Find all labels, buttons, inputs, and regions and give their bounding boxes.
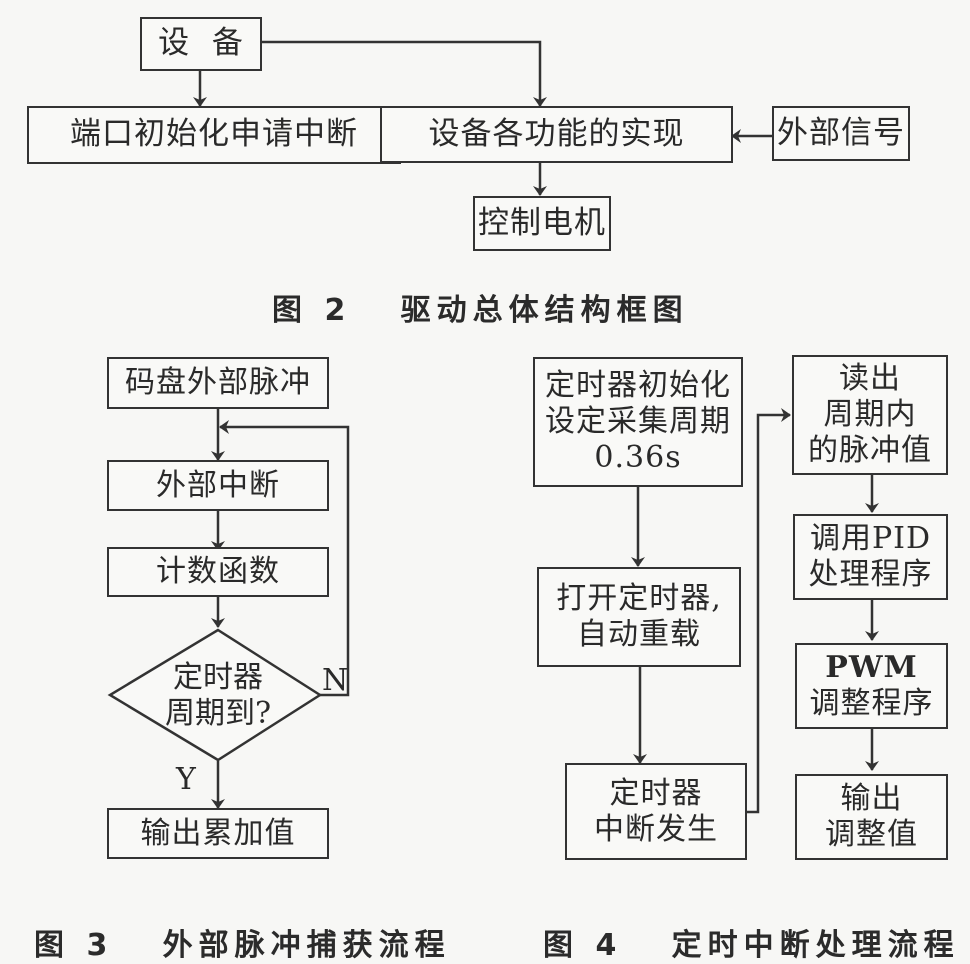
arrow-interrupt-to-read: [745, 408, 791, 814]
call-pid-line2: 处理程序: [808, 557, 933, 592]
pwm-line2: 调整程序: [809, 686, 934, 721]
node-read-pulse: 读出 周期内 的脉冲值: [792, 355, 948, 475]
node-encoder-pulse: 码盘外部脉冲: [107, 357, 329, 409]
node-port-init-label: 端口初始化申请中断: [70, 116, 358, 153]
node-count-function-label: 计数函数: [156, 554, 280, 589]
node-count-function: 计数函数: [107, 547, 329, 597]
timer-interrupt-line2: 中断发生: [594, 811, 718, 847]
node-external-interrupt: 外部中断: [107, 460, 329, 511]
node-port-init: 端口初始化申请中断: [27, 106, 401, 164]
decision-line1: 定时器: [173, 660, 263, 695]
arrow-loop-back: [219, 420, 350, 697]
read-pulse-line2: 周期内: [823, 397, 917, 432]
node-call-pid: 调用PID 处理程序: [793, 514, 948, 600]
open-timer-line2: 自动重载: [577, 617, 701, 652]
figure2-caption: 图 2 驱动总体结构框图: [272, 293, 689, 328]
timer-init-line2: 设定采集周期: [545, 404, 731, 439]
node-pwm: PWM 调整程序: [795, 643, 948, 729]
node-external-signal: 外部信号: [772, 106, 910, 161]
read-pulse-line1: 读出: [839, 361, 901, 396]
output-adjust-line2: 调整值: [825, 817, 918, 852]
figure4-caption: 图 4 定时中断处理流程: [543, 928, 960, 963]
decision-line2: 周期到?: [164, 696, 272, 731]
node-device-functions: 设备各功能的实现: [380, 106, 733, 163]
node-output-accumulated-label: 输出累加值: [140, 815, 296, 851]
node-encoder-pulse-label: 码盘外部脉冲: [125, 365, 311, 400]
node-control-motor-label: 控制电机: [478, 204, 606, 241]
figure3-caption: 图 3 外部脉冲捕获流程: [34, 928, 451, 963]
node-external-interrupt-label: 外部中断: [156, 467, 280, 503]
decision-text: 定时器 周期到?: [138, 660, 298, 732]
timer-interrupt-line1: 定时器: [609, 775, 703, 811]
node-external-signal-label: 外部信号: [777, 114, 905, 151]
output-adjust-line1: 输出: [840, 781, 903, 816]
node-output-accumulated: 输出累加值: [107, 808, 329, 859]
pwm-line1: PWM: [825, 650, 918, 685]
timer-init-line3: 0.36s: [594, 440, 682, 475]
arrow-device-to-functions: [262, 40, 547, 107]
decision-diamond: [107, 628, 323, 762]
node-output-adjust: 输出 调整值: [795, 774, 948, 860]
node-device: 设 备: [140, 17, 262, 71]
read-pulse-line3: 的脉冲值: [808, 433, 932, 468]
open-timer-line1: 打开定时器,: [556, 581, 722, 616]
label-yes: Y: [176, 762, 196, 797]
timer-init-line1: 定时器初始化: [545, 368, 731, 403]
node-device-functions-label: 设备各功能的实现: [428, 115, 685, 152]
node-open-timer: 打开定时器, 自动重载: [537, 567, 741, 667]
node-timer-interrupt: 定时器 中断发生: [565, 763, 747, 860]
node-device-label: 设 备: [158, 25, 244, 62]
node-control-motor: 控制电机: [473, 196, 611, 251]
node-timer-init: 定时器初始化 设定采集周期 0.36s: [533, 357, 743, 487]
label-no: N: [322, 663, 349, 698]
call-pid-line1: 调用PID: [809, 521, 932, 556]
